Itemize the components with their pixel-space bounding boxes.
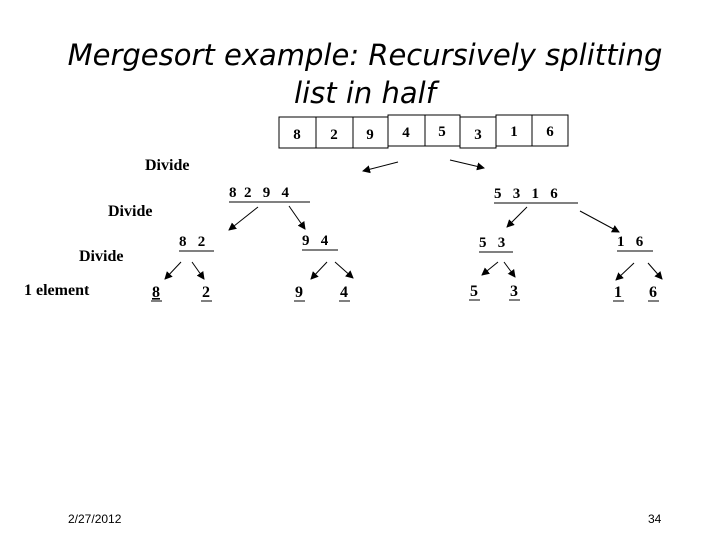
array-row: 8 2 9 4 5 3 1 6 [278,114,569,149]
single-element: 1 [614,284,622,301]
single-elements-row: 8 2 9 4 5 3 1 6 [151,283,659,302]
sublist-left-right: 9 4 [302,233,329,249]
array-cell-value: 6 [546,124,554,140]
split-arrow [506,206,528,228]
array-cell-value: 2 [330,127,338,143]
level-label-one-element: 1 element [24,282,90,299]
split-arrow [362,161,399,174]
slide-page-number: 34 [648,512,662,526]
array-cell-value: 1 [510,124,518,140]
split-arrow [288,205,306,230]
single-element: 9 [295,284,303,301]
slide-date: 2/27/2012 [68,512,122,526]
single-element: 8 [152,284,160,301]
array-cell-box [387,114,426,147]
sublist-right-left: 5 3 [479,235,505,251]
title-line-1: Mergesort example: Recursively splitting [67,38,663,72]
single-element: 2 [202,284,210,301]
split-arrow [481,261,499,276]
split-arrow [191,261,205,280]
array-cell-value: 3 [474,127,482,143]
level-label-divide: Divide [79,248,123,265]
slide-title: Mergesort example: Recursively splitting… [60,36,670,112]
array-cell-box [531,114,569,147]
single-element: 5 [470,283,478,300]
array-cell-box [278,116,317,149]
split-arrow [647,262,663,280]
split-arrow [579,210,620,233]
array-cell-value: 9 [366,127,374,143]
level-label-divide: Divide [145,157,189,174]
single-element: 3 [510,283,518,300]
array-cell-box [459,116,497,149]
split-arrow [503,261,516,278]
sublist-left-half: 8 2 9 4 [229,185,290,201]
array-cell-value: 5 [438,124,446,140]
split-arrow [164,261,182,280]
level-label-divide: Divide [108,203,152,220]
split-arrow [310,261,328,280]
split-arrow [334,261,354,279]
sublist-right-half: 5 3 1 6 [494,186,558,202]
split-arrow [228,206,259,231]
array-cell-box [495,114,533,147]
array-cell-value: 4 [402,125,410,141]
title-line-2: list in half [294,76,436,110]
split-arrow [615,262,635,281]
split-arrows [164,159,663,281]
single-element: 6 [649,284,657,301]
split-arrow [449,159,485,171]
array-cell-value: 8 [293,127,301,143]
array-cell-box [424,114,461,147]
sublist-left-left: 8 2 [179,234,205,250]
sublist-right-right: 1 6 [617,234,644,250]
single-element: 4 [340,284,348,301]
